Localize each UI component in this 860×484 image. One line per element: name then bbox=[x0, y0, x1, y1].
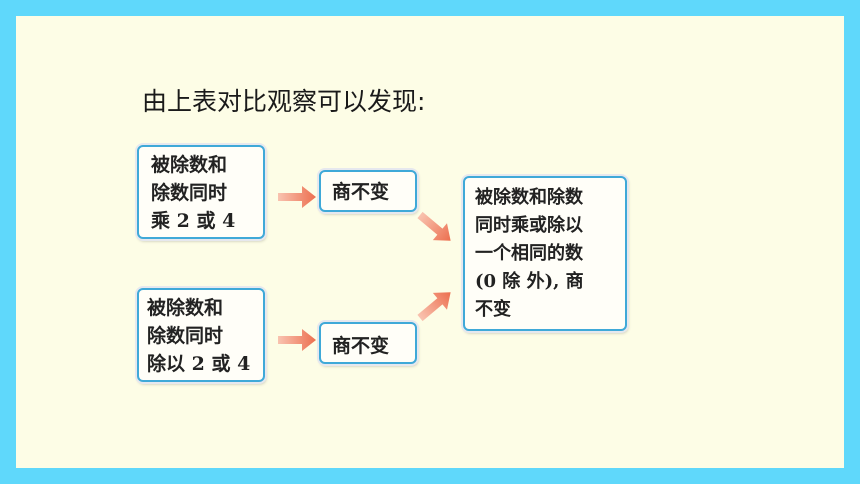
condition-line: 被除数和 bbox=[151, 154, 228, 176]
arrow-up-right-icon bbox=[417, 292, 451, 322]
conclusion-line: 一个相同的数 bbox=[475, 243, 583, 264]
conclusion-line: (0 除 外), 商 bbox=[475, 271, 584, 292]
conclusion-box: 被除数和除数 同时乘或除以 一个相同的数 (0 除 外), 商 不变 bbox=[463, 176, 627, 331]
arrows-layer bbox=[278, 186, 451, 351]
slide: 由上表对比观察可以发现: 被除数和 除数同时 乘 2 或 4 被除数和 除数同时… bbox=[16, 16, 844, 468]
condition-box-multiply: 被除数和 除数同时 乘 2 或 4 bbox=[137, 145, 265, 239]
conclusion-line: 不变 bbox=[475, 299, 511, 320]
conclusion-line: 同时乘或除以 bbox=[475, 215, 583, 236]
result-label: 商不变 bbox=[332, 335, 390, 357]
arrow-right-icon bbox=[278, 186, 316, 208]
condition-line: 除数同时 bbox=[147, 325, 224, 347]
result-label: 商不变 bbox=[332, 181, 390, 203]
condition-line: 乘 2 或 4 bbox=[151, 210, 236, 232]
conclusion-line: 被除数和除数 bbox=[475, 187, 583, 208]
arrow-down-right-icon bbox=[417, 211, 451, 241]
result-box-2: 商不变 bbox=[319, 322, 417, 364]
condition-line: 被除数和 bbox=[147, 297, 224, 319]
condition-line: 除数同时 bbox=[151, 182, 228, 204]
condition-box-divide: 被除数和 除数同时 除以 2 或 4 bbox=[137, 288, 265, 382]
arrow-right-icon bbox=[278, 329, 316, 351]
result-box-1: 商不变 bbox=[319, 170, 417, 212]
slide-heading: 由上表对比观察可以发现: bbox=[142, 87, 426, 116]
condition-line: 除以 2 或 4 bbox=[147, 353, 251, 375]
